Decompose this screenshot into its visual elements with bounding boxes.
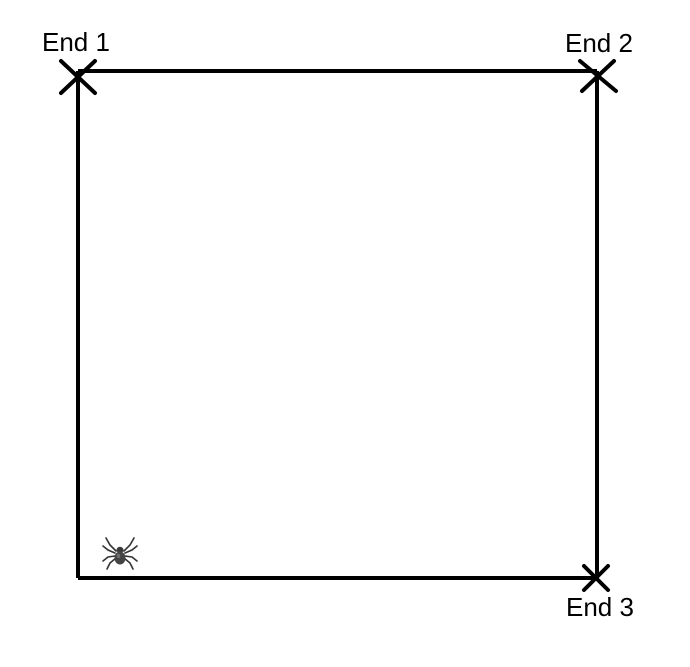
end-2-label: End 2 — [565, 28, 633, 58]
path-lines — [76, 69, 599, 580]
spider-icon — [102, 537, 138, 570]
end-1-marker — [59, 59, 97, 95]
end-2-marker — [578, 59, 618, 93]
end-3-marker — [582, 564, 610, 592]
end-1-label: End 1 — [42, 27, 110, 57]
end-3-label: End 3 — [566, 592, 634, 622]
